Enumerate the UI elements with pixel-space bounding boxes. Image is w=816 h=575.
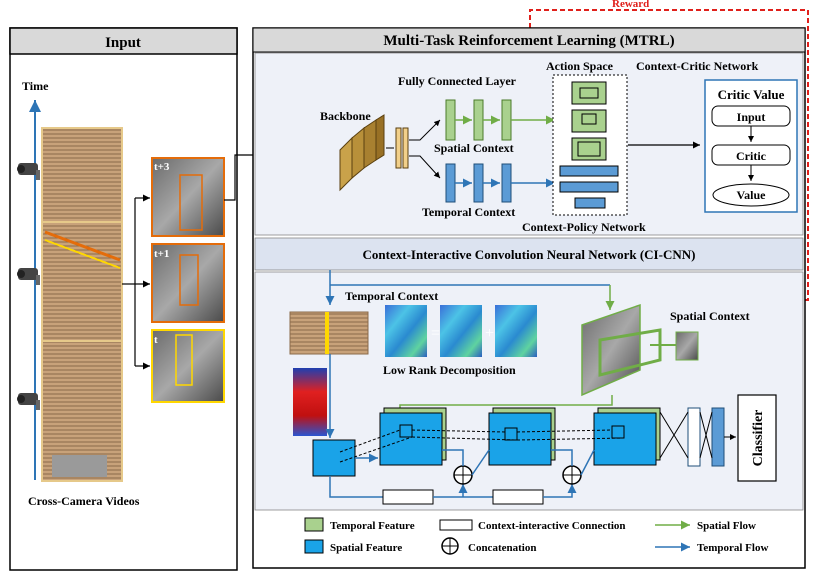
mtrl-temporal-context-label: Temporal Context <box>422 205 515 219</box>
classifier-label: Classifier <box>751 410 766 467</box>
svg-text:+: + <box>485 325 494 342</box>
frame-t: t <box>151 329 225 403</box>
skip-connections <box>329 449 595 505</box>
backbone-label: Backbone <box>320 109 371 123</box>
backbone-block <box>339 114 409 192</box>
context-critic-label: Context-Critic Network <box>636 59 759 73</box>
fc-layer-label: Fully Connected Layer <box>398 74 517 88</box>
conv-block-3 <box>593 407 661 466</box>
spatial-context-images <box>581 303 699 397</box>
classifier-box: Classifier <box>737 394 777 482</box>
input-panel: Input Time Cross-Camera Videos <box>9 27 238 571</box>
frame-t3: t+3 <box>151 157 225 237</box>
temporal-context-stack <box>289 311 369 355</box>
camera-icon <box>17 163 40 180</box>
cicnn-temporal-context-label: Temporal Context <box>345 289 438 303</box>
low-rank-label: Low Rank Decomposition <box>383 363 516 377</box>
cicnn-title: Context-Interactive Convolution Neural N… <box>363 247 696 262</box>
input-title: Input <box>105 35 141 51</box>
critic-box: Critic Value Input Critic Value <box>704 79 798 213</box>
attention-heatmap <box>293 368 327 436</box>
context-policy-label: Context-Policy Network <box>522 220 646 234</box>
frame-label-t1: t+1 <box>154 248 169 260</box>
critic-title: Critic Value <box>718 87 785 102</box>
critic-input: Input <box>737 110 766 124</box>
legend-context-connection: Context-interactive Connection <box>478 520 626 532</box>
camera-icon <box>17 393 40 410</box>
conv-block-1 <box>379 407 447 466</box>
classifier-fc <box>659 407 736 467</box>
svg-text:=: = <box>431 325 440 342</box>
right-panel: Multi-Task Reinforcement Learning (MTRL)… <box>252 27 806 569</box>
spatial-fc <box>409 99 555 141</box>
time-label: Time <box>22 79 49 93</box>
legend-spatial-flow: Spatial Flow <box>697 520 756 532</box>
mtrl-spatial-context-label: Spatial Context <box>434 141 514 155</box>
frame-label-t3: t+3 <box>154 161 170 173</box>
temporal-fc <box>409 155 555 203</box>
frame-connectors <box>122 194 150 370</box>
legend: Temporal Feature Context-interactive Con… <box>304 517 768 555</box>
legend-temporal-flow: Temporal Flow <box>697 542 768 554</box>
spatial-feature-block <box>312 439 356 477</box>
critic-mid: Critic <box>736 149 767 163</box>
video-stack <box>41 127 123 482</box>
reward-label: Reward <box>612 0 649 10</box>
legend-concatenation: Concatenation <box>468 542 536 554</box>
action-space-label: Action Space <box>546 59 614 73</box>
input-caption: Cross-Camera Videos <box>28 494 140 508</box>
frame-label-t: t <box>154 334 158 346</box>
mtrl-title: Multi-Task Reinforcement Learning (MTRL) <box>383 33 674 49</box>
low-rank-heatmaps: = + <box>385 305 537 357</box>
critic-value: Value <box>737 188 767 202</box>
legend-spatial-feature: Spatial Feature <box>330 542 402 554</box>
legend-temporal-feature: Temporal Feature <box>330 520 415 532</box>
frame-t1: t+1 <box>151 243 225 323</box>
cicnn-spatial-context-label: Spatial Context <box>670 309 750 323</box>
camera-icon <box>17 268 40 285</box>
dashed-interactions <box>339 429 625 463</box>
conv-block-2 <box>488 407 556 466</box>
action-space-box <box>552 74 628 216</box>
